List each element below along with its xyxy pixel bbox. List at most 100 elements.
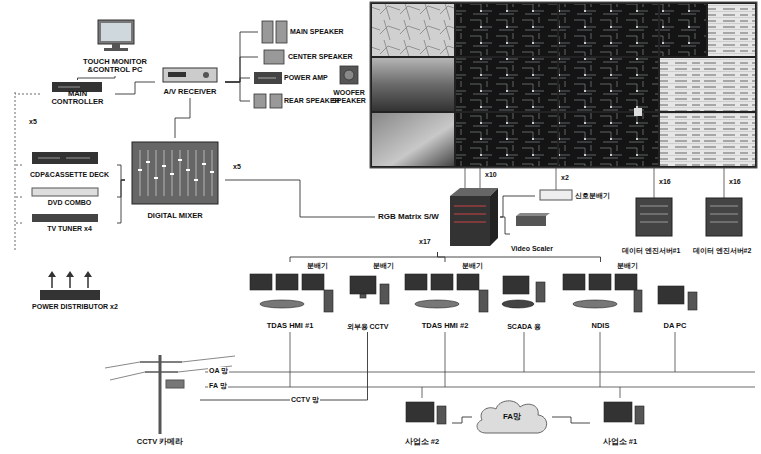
speaker-icon bbox=[264, 50, 284, 64]
connector-line bbox=[225, 180, 375, 217]
pc-icon bbox=[101, 23, 131, 41]
workstation: TDAS HMI #1 bbox=[245, 262, 335, 332]
node-label: A/V RECEIVER bbox=[164, 88, 217, 97]
connector-line bbox=[438, 252, 601, 262]
video-wall bbox=[708, 4, 755, 56]
connector-line bbox=[552, 417, 590, 423]
workstation-icon bbox=[380, 284, 389, 304]
power-distributor-icon bbox=[40, 290, 100, 300]
cctv-pole bbox=[140, 362, 182, 372]
node-label: POWER DISTRIBUTOR x2 bbox=[32, 303, 118, 311]
workstation: DA PC bbox=[650, 282, 700, 332]
speaker-icon bbox=[276, 21, 287, 43]
connector-line bbox=[200, 332, 368, 400]
node-label: 외부용 CCTV bbox=[347, 323, 389, 331]
node-label: NDIS bbox=[592, 322, 610, 331]
branch-office-pc: 사업소 #1 bbox=[590, 398, 650, 448]
speaker: CENTER SPEAKER bbox=[258, 48, 363, 66]
video-wall bbox=[372, 4, 454, 56]
deck-icon bbox=[38, 158, 90, 159]
deck-icon bbox=[32, 152, 98, 164]
workstation-icon bbox=[324, 290, 333, 312]
workstation-icon bbox=[350, 276, 376, 294]
pc-icon bbox=[112, 44, 120, 48]
workstation-icon bbox=[688, 292, 697, 310]
node-label: DA PC bbox=[663, 322, 686, 331]
video-wall bbox=[559, 4, 658, 56]
speaker-icon bbox=[340, 66, 358, 84]
node-label: DVD COMBO bbox=[48, 199, 92, 207]
data-server: 데이터 엔진서버#1 bbox=[615, 196, 687, 256]
matrix-switch-icon bbox=[450, 188, 498, 246]
dvd-combo: DVD COMBO bbox=[22, 186, 117, 208]
node-label: MAIN CONTROLLER bbox=[41, 90, 114, 107]
server-icon bbox=[636, 198, 742, 236]
server-icon bbox=[710, 206, 738, 222]
connector-line bbox=[500, 217, 510, 234]
workstation: SCADA 용 bbox=[495, 268, 553, 332]
receiver-icon bbox=[168, 72, 186, 77]
receiver-icon bbox=[163, 68, 217, 82]
node-label: CCTV 카메라 bbox=[137, 438, 184, 447]
workstation: 외부용 CCTV bbox=[340, 268, 395, 332]
video-wall bbox=[660, 58, 755, 111]
server-icon bbox=[640, 206, 668, 222]
deck: CDP&CASSETTE DECK bbox=[22, 150, 117, 180]
connector-line bbox=[290, 252, 438, 262]
matrix-switch-icon bbox=[450, 188, 498, 196]
pc-icon bbox=[98, 20, 134, 51]
server-icon bbox=[636, 198, 672, 236]
workstation-icon bbox=[250, 274, 697, 424]
video-wall bbox=[559, 113, 658, 166]
workstation-icon bbox=[502, 300, 534, 308]
speaker: MAIN SPEAKER bbox=[258, 20, 363, 44]
video-wall bbox=[559, 58, 658, 111]
mixer-icon bbox=[132, 142, 218, 204]
callout-label: x16 bbox=[658, 178, 672, 186]
callout-label: x17 bbox=[418, 238, 432, 246]
workstation-icon bbox=[658, 286, 684, 304]
scaler-icon bbox=[516, 213, 550, 216]
connector-line bbox=[225, 32, 258, 82]
callout-label: 분배기 bbox=[306, 262, 329, 270]
connector-line bbox=[175, 98, 190, 138]
pc-icon bbox=[98, 20, 134, 44]
power-distributor: POWER DISTRIBUTOR x2 bbox=[15, 268, 135, 312]
matrix-switch: RGB Matrix S/W bbox=[375, 182, 500, 252]
callout-label: x5 bbox=[232, 163, 242, 171]
speaker-icon bbox=[270, 94, 282, 108]
wire bbox=[15, 92, 755, 398]
workstation-icon bbox=[503, 276, 529, 294]
video-wall bbox=[660, 4, 706, 56]
node-label: 데이터 엔진서버#2 bbox=[693, 247, 752, 255]
callout-label: x2 bbox=[560, 174, 570, 182]
amp-icon bbox=[258, 78, 276, 79]
matrix-switch-icon bbox=[490, 188, 498, 246]
receiver-icon bbox=[203, 72, 209, 78]
callout-label: 분배기 bbox=[372, 262, 395, 270]
workstation-icon bbox=[573, 300, 617, 308]
wire bbox=[205, 372, 755, 387]
workstation-icon bbox=[536, 282, 545, 302]
network-cloud: FA망 bbox=[472, 395, 552, 439]
scaler-icon bbox=[516, 213, 550, 226]
workstation-icon bbox=[415, 300, 459, 308]
mixer-icon bbox=[132, 142, 218, 204]
connector-line bbox=[117, 165, 125, 180]
video-wall bbox=[456, 58, 557, 111]
node-label: REAR SPEAKER bbox=[284, 97, 340, 105]
cctv-camera: CCTV 카메라 bbox=[120, 352, 200, 448]
callout-label: OA 망 bbox=[208, 367, 229, 375]
callout-label: x16 bbox=[728, 178, 742, 186]
tv-tuner: TV TUNER x4 bbox=[22, 212, 117, 234]
connector-line bbox=[225, 78, 250, 82]
node-label: RGB Matrix S/W bbox=[378, 212, 439, 221]
workstation-icon bbox=[260, 300, 304, 308]
controller: MAIN CONTROLLER bbox=[40, 80, 115, 108]
deck-icon bbox=[32, 214, 98, 222]
receiver-icon bbox=[163, 68, 217, 82]
digital-mixer: DIGITAL MIXER bbox=[125, 138, 225, 222]
node-label: DIGITAL MIXER bbox=[147, 212, 202, 221]
workstation-icon bbox=[302, 274, 324, 290]
